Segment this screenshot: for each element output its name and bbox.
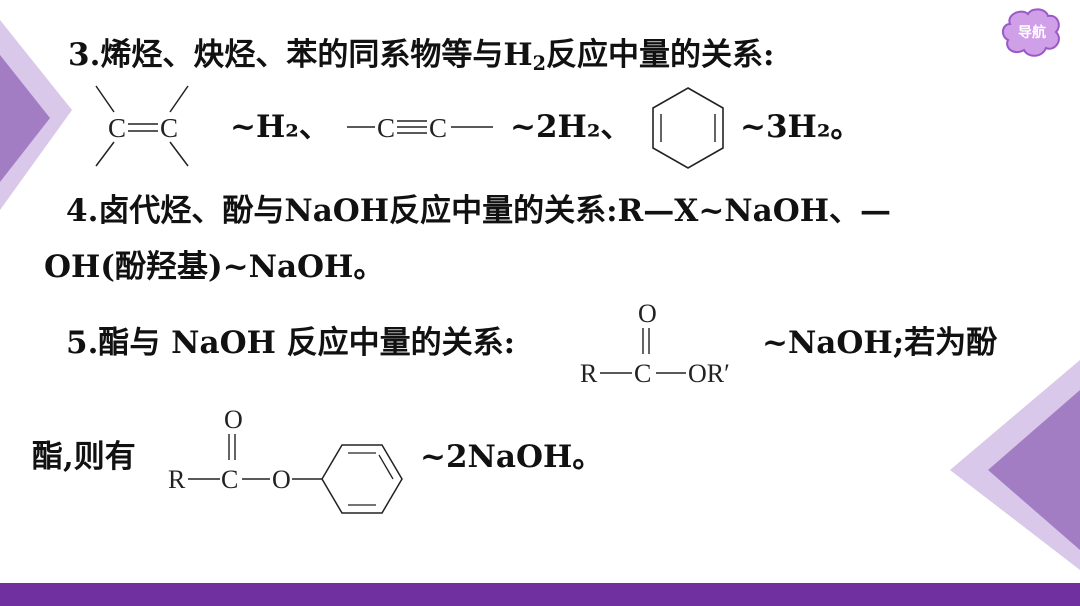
svg-text:R: R	[580, 359, 598, 388]
nav-label: 导航	[1018, 25, 1046, 41]
svg-text:O: O	[224, 405, 243, 434]
item5-ratio-ester: ~NaOH;若为酚	[762, 325, 998, 361]
bottom-accent-bar	[0, 583, 1080, 606]
svg-text:R: R	[168, 465, 186, 494]
item3-title: 3.烯烃、炔烃、苯的同系物等与H2反应中量的关系:	[68, 37, 775, 75]
ester-structure: O R C OR′	[580, 299, 730, 388]
svg-text:C: C	[429, 113, 447, 143]
item5-line2: 酯,则有	[32, 439, 136, 475]
svg-text:C: C	[160, 113, 178, 143]
item5-title: 5.酯与 NaOH 反应中量的关系:	[66, 325, 516, 361]
left-decor-triangles	[0, 20, 72, 210]
alkene-structure: C C	[95, 85, 189, 167]
item3-ratio-alkyne: ~2H₂、	[510, 109, 632, 145]
benzene-structure	[652, 87, 724, 169]
alkyne-structure: C C	[347, 113, 493, 143]
svg-text:C: C	[221, 465, 238, 494]
item3-ratio-alkene: ~H₂、	[230, 109, 330, 145]
svg-text:O: O	[272, 465, 291, 494]
svg-text:C: C	[108, 113, 126, 143]
svg-text:OR′: OR′	[688, 359, 730, 388]
svg-text:C: C	[377, 113, 395, 143]
item4-line2: OH(酚羟基)~NaOH。	[44, 249, 385, 285]
nav-button[interactable]: 导航	[1000, 6, 1064, 60]
item4-line1: 4.卤代烃、酚与NaOH反应中量的关系:R—X~NaOH、—	[66, 193, 892, 229]
item3-ratio-benzene: ~3H₂。	[740, 109, 862, 145]
right-decor-triangles	[950, 360, 1080, 570]
phenyl-ester-structure: O R C O	[168, 405, 403, 514]
svg-text:C: C	[634, 359, 651, 388]
svg-text:O: O	[638, 299, 657, 328]
item5-ratio-phenyl-ester: ~2NaOH。	[420, 439, 604, 475]
